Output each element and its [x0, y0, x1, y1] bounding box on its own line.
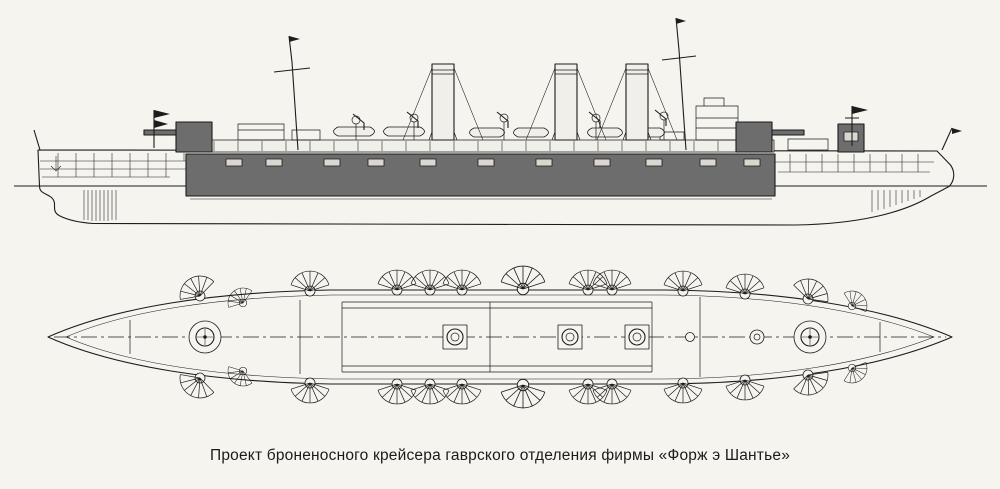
ventilator-cowls: [351, 111, 669, 140]
superstructure-window-ticks: [213, 141, 767, 151]
vent-cowl: [591, 113, 601, 123]
funnel-circle-inner: [450, 332, 460, 342]
funnel-bases-plan: [442, 324, 650, 350]
funnel-base-flares: [428, 131, 652, 141]
light-guns: [352, 109, 667, 130]
bow-barbette-hub: [203, 335, 207, 339]
aft-mount-circle-inner: [753, 333, 761, 341]
vent-stems: [355, 120, 665, 140]
caption: Проект броненосного крейсера гаврского о…: [209, 447, 791, 464]
anchor: [50, 156, 62, 172]
funnel-cap-bands: [432, 69, 648, 75]
flags-and-staffs: [33, 18, 962, 151]
armor-belt-and-turrets: [143, 121, 865, 197]
flag-poles: [33, 106, 953, 151]
fore-mast: [273, 35, 311, 151]
stern-barbette-hub: [808, 335, 812, 339]
bow-hatching: [83, 190, 117, 221]
main-mast: [661, 17, 697, 151]
vent-cowl: [659, 111, 669, 121]
deck-plan-view: [47, 265, 953, 409]
vent-cowl: [409, 113, 419, 123]
side-elevation-view: [14, 17, 987, 226]
funnel-circle-inner: [632, 332, 642, 342]
stern-plating-grid: [775, 154, 934, 173]
aft-tower-window: [843, 131, 859, 142]
aft-mount-circle: [749, 329, 765, 345]
funnel-circle: [446, 328, 464, 346]
funnel-circle: [628, 328, 646, 346]
bow-plating-grid: [40, 153, 186, 178]
funnels: [431, 63, 649, 141]
funnel-guy-wires: [402, 67, 678, 141]
barbettes-plan: [188, 320, 827, 354]
bow-barbette-inner: [195, 327, 215, 347]
ship-boats: [333, 126, 665, 138]
stern-barbette-inner: [800, 327, 820, 347]
skylight-circle: [685, 332, 695, 342]
stern-hatching: [871, 190, 921, 212]
deck-structure-lines: [129, 297, 881, 377]
funnel-circle-inner: [565, 332, 575, 342]
casemate-gun-ports: [225, 158, 761, 167]
funnel-circle: [561, 328, 579, 346]
vent-cowl: [499, 113, 509, 123]
masts: [273, 17, 697, 151]
superstructure-deck: [207, 139, 775, 153]
